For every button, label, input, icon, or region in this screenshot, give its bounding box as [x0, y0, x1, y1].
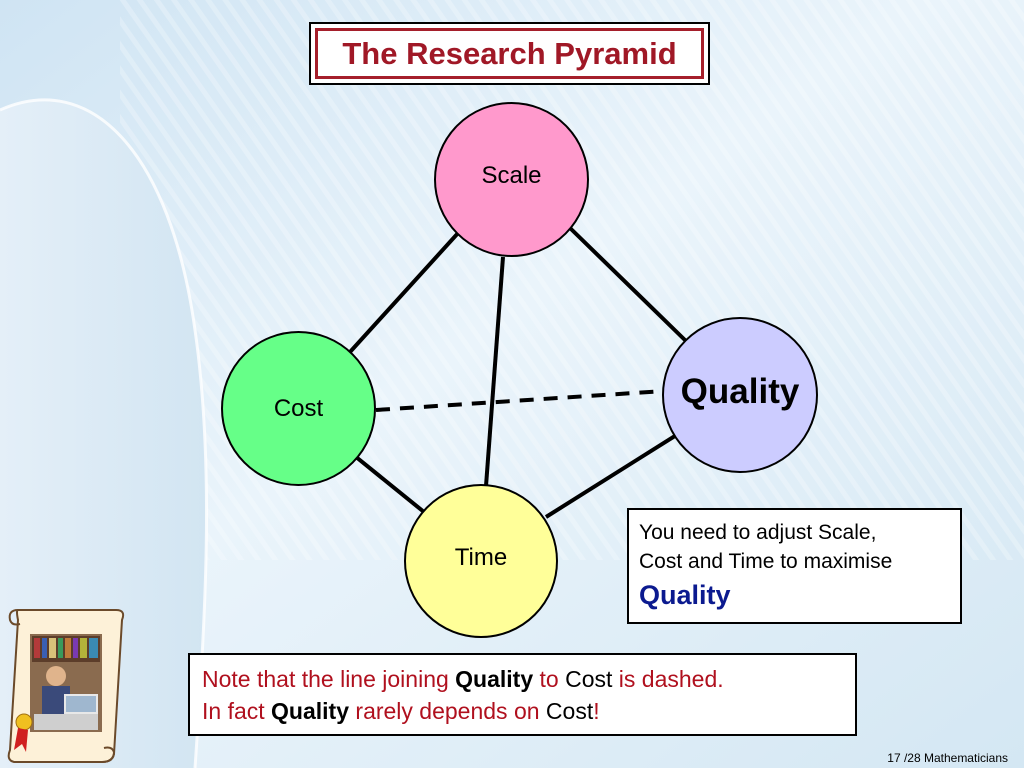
slide-title: The Research Pyramid — [342, 35, 677, 71]
note-text: rarely depends on — [349, 698, 546, 724]
node-quality: Quality — [662, 317, 818, 473]
note-cost: Cost — [545, 698, 594, 724]
note-line-2: In fact Quality rarely depends on Cost! — [202, 695, 843, 727]
note-box: Note that the line joining Quality to Co… — [188, 653, 857, 736]
title-box: The Research Pyramid — [309, 22, 710, 85]
edge-scale-time — [484, 256, 505, 487]
advice-emphasis: Quality — [639, 580, 731, 610]
note-quality: Quality — [455, 666, 534, 692]
node-time-label: Time — [454, 544, 508, 571]
node-scale: Scale — [434, 102, 589, 257]
note-text: is dashed. — [612, 666, 724, 692]
advice-box: You need to adjust Scale, Cost and Time … — [627, 508, 962, 624]
node-cost-label: Cost — [273, 394, 324, 422]
node-scale-label: Scale — [481, 161, 542, 189]
slide-footer: 17 /28 Mathematicians — [887, 751, 1008, 765]
scroll-photo-logo — [7, 609, 125, 763]
edge-quality-time — [544, 422, 696, 519]
advice-line-1: You need to adjust Scale, — [639, 521, 877, 544]
note-quality: Quality — [271, 698, 350, 724]
node-time: Time — [404, 484, 558, 638]
node-quality-label: Quality — [680, 372, 800, 411]
node-cost: Cost — [221, 331, 376, 486]
note-text: ! — [593, 698, 600, 724]
note-text: Note that the line joining — [202, 666, 456, 692]
note-line-1: Note that the line joining Quality to Co… — [202, 663, 843, 695]
edge-scale-quality — [568, 226, 690, 345]
advice-line-2: Cost and Time to maximise — [639, 550, 893, 573]
note-text: to — [533, 666, 566, 692]
note-text: In fact — [202, 698, 272, 724]
note-cost: Cost — [565, 666, 613, 692]
edge-scale-cost — [348, 230, 461, 354]
title-frame: The Research Pyramid — [315, 28, 704, 79]
edge-cost-quality-dashed — [375, 389, 665, 412]
